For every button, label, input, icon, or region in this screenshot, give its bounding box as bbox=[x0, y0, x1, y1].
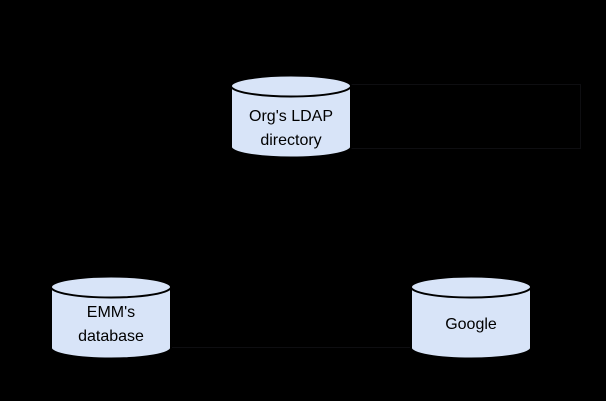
faint-connector-right-vertical bbox=[580, 84, 581, 149]
database-cylinder-icon bbox=[230, 74, 352, 159]
cylinder-emm-database bbox=[50, 275, 172, 361]
database-cylinder-icon bbox=[410, 275, 532, 360]
database-cylinder-icon bbox=[50, 275, 172, 360]
cylinder-google bbox=[410, 275, 532, 361]
faint-connector-emm-to-google bbox=[172, 347, 412, 348]
faint-connector-ldap-right-bottom bbox=[351, 148, 580, 149]
faint-connector-ldap-right-top bbox=[351, 84, 580, 85]
cylinder-org-ldap-directory bbox=[230, 74, 352, 160]
